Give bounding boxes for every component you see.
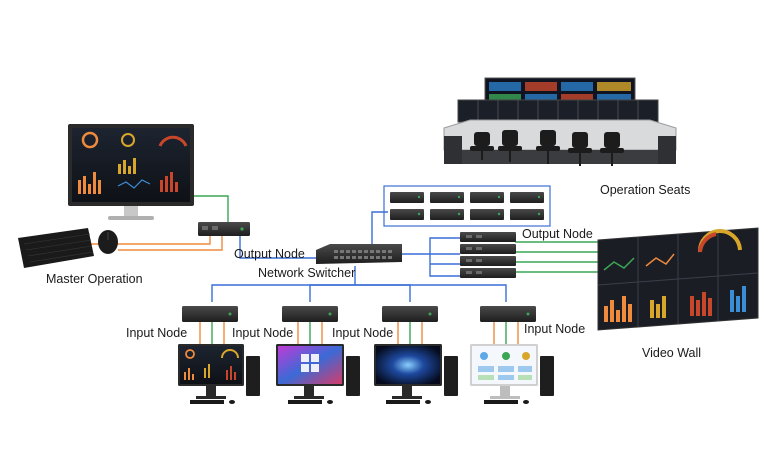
network-link-right-cluster — [402, 237, 460, 255]
input-node-devices — [182, 306, 536, 322]
label-video-wall: Video Wall — [642, 346, 701, 360]
windows-logo-icon — [301, 354, 319, 372]
input-node-cables — [199, 322, 519, 345]
label-input-node-2: Input Node — [232, 326, 293, 340]
master-operation-monitor — [68, 124, 194, 220]
label-output-node-left: Output Node — [234, 247, 305, 261]
keyboard-illustration — [18, 228, 94, 268]
usb-link-mouse — [118, 232, 223, 251]
input-pc-2 — [276, 344, 360, 404]
label-input-node-3: Input Node — [332, 326, 393, 340]
decoder-cluster-top — [383, 185, 551, 227]
label-input-node-1: Input Node — [126, 326, 187, 340]
output-node-left-device — [198, 222, 250, 236]
label-output-node-right: Output Node — [522, 227, 593, 241]
operation-seats-illustration — [443, 77, 677, 166]
label-master-operation: Master Operation — [46, 272, 143, 286]
input-pc-1 — [178, 344, 260, 404]
input-pc-3 — [374, 344, 458, 404]
output-node-right-stack — [460, 232, 516, 278]
video-wall-display — [597, 227, 759, 331]
network-link-top-cluster — [371, 211, 388, 247]
network-link-output-left — [239, 236, 318, 259]
network-link-input-bus — [211, 266, 356, 302]
network-switcher-device — [316, 244, 402, 264]
connection-lines — [82, 195, 600, 345]
label-input-node-4: Input Node — [524, 322, 585, 336]
mouse-illustration — [98, 230, 118, 254]
label-operation-seats: Operation Seats — [600, 183, 690, 197]
label-network-switcher: Network Switcher — [258, 266, 355, 280]
input-pc-4 — [470, 344, 554, 404]
